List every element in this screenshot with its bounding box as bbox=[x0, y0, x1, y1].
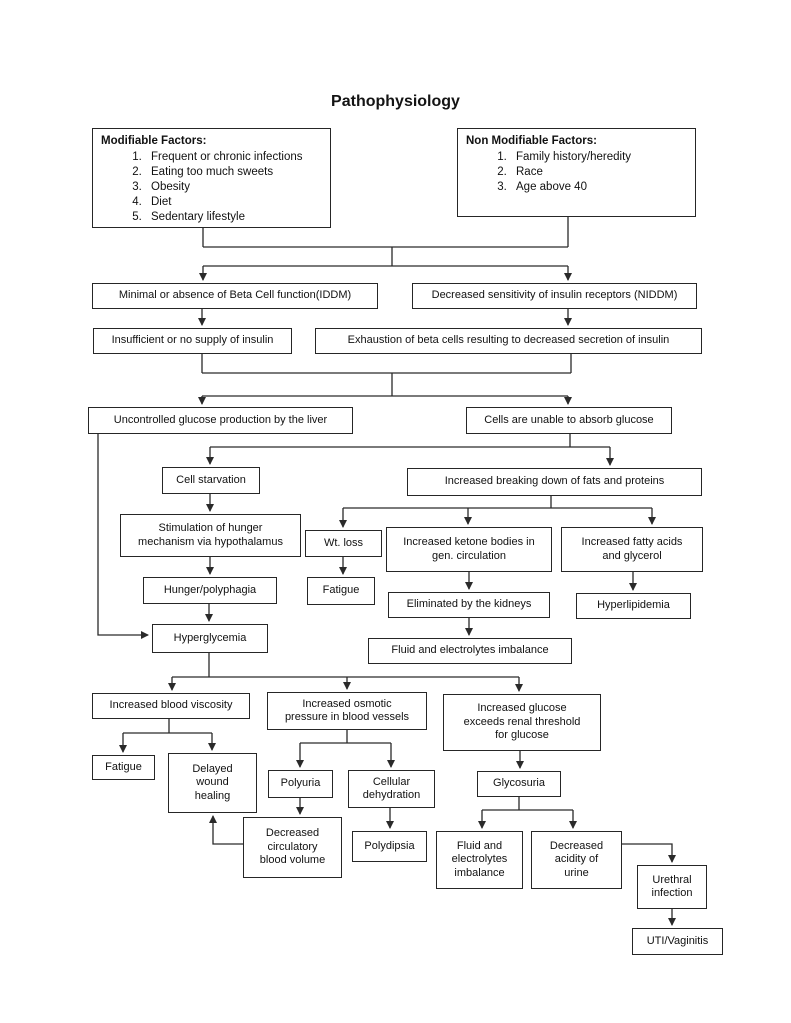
node-label: Wt. loss bbox=[323, 536, 364, 549]
node-label: Polyuria bbox=[280, 777, 321, 790]
node-fluid-imbalance-2: Fluid and electrolytes imbalance bbox=[436, 831, 523, 889]
node-uti-vaginitis: UTI/Vaginitis bbox=[632, 928, 723, 955]
node-urethral-infection: Urethral infection bbox=[637, 865, 707, 909]
node-label: Increased osmotic pressure in blood vess… bbox=[284, 697, 410, 724]
node-label: Increased glucose exceeds renal threshol… bbox=[463, 702, 581, 742]
node-hunger-polyphagia: Hunger/polyphagia bbox=[143, 577, 277, 604]
node-label: Glycosuria bbox=[493, 777, 545, 790]
node-fluid-imbalance-1: Fluid and electrolytes imbalance bbox=[368, 638, 572, 664]
node-fat-protein-breakdown: Increased breaking down of fats and prot… bbox=[407, 468, 702, 496]
node-label: UTI/Vaginitis bbox=[646, 934, 709, 947]
node-niddm: Decreased sensitivity of insulin recepto… bbox=[412, 283, 697, 309]
node-hyperlipidemia: Hyperlipidemia bbox=[576, 593, 691, 619]
node-label: Exhaustion of beta cells resulting to de… bbox=[347, 334, 670, 347]
node-label: Cells are unable to absorb glucose bbox=[484, 413, 654, 426]
node-label: Cellular dehydration bbox=[362, 775, 421, 802]
node-label: Decreased sensitivity of insulin recepto… bbox=[431, 289, 678, 302]
node-hyperglycemia: Hyperglycemia bbox=[152, 624, 268, 653]
node-label: Delayed wound healing bbox=[192, 762, 233, 802]
node-blood-viscosity: Increased blood viscosity bbox=[92, 693, 250, 719]
list-item: Family history/heredity bbox=[510, 150, 687, 165]
node-label: Hyperlipidemia bbox=[597, 599, 670, 612]
node-eliminated-kidneys: Eliminated by the kidneys bbox=[388, 592, 550, 618]
node-iddm: Minimal or absence of Beta Cell function… bbox=[92, 283, 378, 309]
node-osmotic-pressure: Increased osmotic pressure in blood vess… bbox=[267, 692, 427, 730]
node-label: Fatigue bbox=[105, 760, 142, 773]
node-label: Fluid and electrolytes imbalance bbox=[451, 839, 508, 879]
node-cells-unable: Cells are unable to absorb glucose bbox=[466, 407, 672, 434]
modifiable-factors-heading: Modifiable Factors: bbox=[101, 135, 207, 147]
non-modifiable-factors-heading: Non Modifiable Factors: bbox=[466, 135, 597, 147]
node-fatty-acids: Increased fatty acids and glycerol bbox=[561, 527, 703, 572]
node-fatigue-1: Fatigue bbox=[307, 577, 375, 605]
list-item: Obesity bbox=[145, 180, 322, 195]
node-label: Increased breaking down of fats and prot… bbox=[444, 475, 665, 488]
node-label: Cell starvation bbox=[176, 473, 246, 486]
node-label: Hunger/polyphagia bbox=[163, 583, 257, 596]
node-insufficient-insulin: Insufficient or no supply of insulin bbox=[93, 328, 292, 354]
node-label: Polydipsia bbox=[364, 839, 415, 852]
node-polydipsia: Polydipsia bbox=[352, 831, 427, 862]
node-label: Stimulation of hunger mechanism via hypo… bbox=[138, 522, 283, 548]
page-title: Pathophysiology bbox=[331, 93, 460, 110]
list-item: Sedentary lifestyle bbox=[145, 210, 322, 225]
non-modifiable-factors-list: Family history/heredity Race Age above 4… bbox=[466, 150, 687, 195]
modifiable-factors-list: Frequent or chronic infections Eating to… bbox=[101, 150, 322, 225]
node-beta-cell-exhaustion: Exhaustion of beta cells resulting to de… bbox=[315, 328, 702, 354]
list-item: Age above 40 bbox=[510, 180, 687, 195]
list-item: Diet bbox=[145, 195, 322, 210]
node-label: Decreased circulatory blood volume bbox=[259, 827, 326, 867]
modifiable-factors-box: Modifiable Factors: Frequent or chronic … bbox=[92, 128, 331, 228]
node-hunger-stimulation: Stimulation of hunger mechanism via hypo… bbox=[120, 514, 301, 557]
list-item: Race bbox=[510, 165, 687, 180]
node-ketone-bodies: Increased ketone bodies in gen. circulat… bbox=[386, 527, 552, 572]
list-item: Frequent or chronic infections bbox=[145, 150, 322, 165]
node-cellular-dehydration: Cellular dehydration bbox=[348, 770, 435, 808]
list-item: Eating too much sweets bbox=[145, 165, 322, 180]
non-modifiable-factors-box: Non Modifiable Factors: Family history/h… bbox=[457, 128, 696, 217]
node-label: Hyperglycemia bbox=[173, 631, 247, 644]
node-label: Minimal or absence of Beta Cell function… bbox=[118, 289, 352, 302]
node-label: Uncontrolled glucose production by the l… bbox=[113, 413, 328, 426]
node-renal-threshold: Increased glucose exceeds renal threshol… bbox=[443, 694, 601, 751]
node-label: Increased fatty acids and glycerol bbox=[581, 536, 683, 562]
node-glycosuria: Glycosuria bbox=[477, 771, 561, 797]
node-cell-starvation: Cell starvation bbox=[162, 467, 260, 494]
node-decreased-circulatory: Decreased circulatory blood volume bbox=[243, 817, 342, 878]
node-wt-loss: Wt. loss bbox=[305, 530, 382, 557]
node-label: Urethral infection bbox=[651, 873, 693, 900]
node-label: Increased blood viscosity bbox=[109, 699, 233, 712]
node-label: Decreased acidity of urine bbox=[549, 839, 604, 879]
node-fatigue-2: Fatigue bbox=[92, 755, 155, 780]
node-polyuria: Polyuria bbox=[268, 770, 333, 798]
node-label: Eliminated by the kidneys bbox=[406, 598, 532, 611]
node-uncontrolled-glucose: Uncontrolled glucose production by the l… bbox=[88, 407, 353, 434]
node-label: Fluid and electrolytes imbalance bbox=[391, 644, 549, 657]
node-label: Insufficient or no supply of insulin bbox=[111, 334, 274, 347]
node-delayed-healing: Delayed wound healing bbox=[168, 753, 257, 813]
node-label: Increased ketone bodies in gen. circulat… bbox=[403, 536, 535, 562]
node-label: Fatigue bbox=[322, 584, 360, 597]
node-urine-acidity: Decreased acidity of urine bbox=[531, 831, 622, 889]
